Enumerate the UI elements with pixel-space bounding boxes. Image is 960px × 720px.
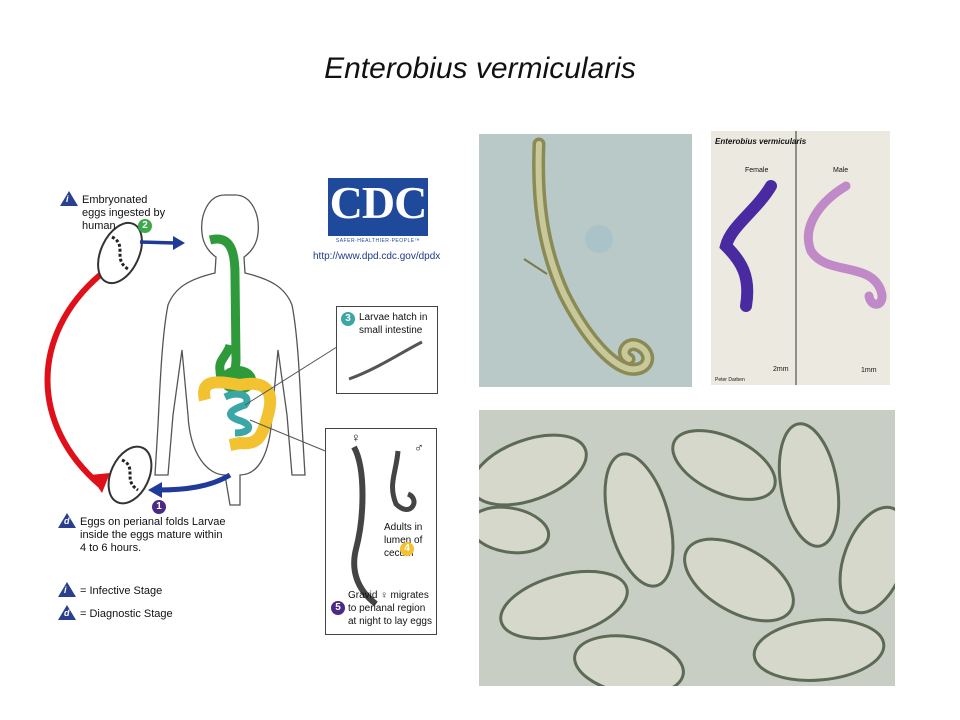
- adults-box: ♀ ♂ Adults in lumen of cecum 4 5 Gravid …: [325, 428, 437, 635]
- scale-male: 1mm: [861, 367, 877, 374]
- stained-photo-title: Enterobius vermicularis: [715, 137, 807, 146]
- cycle-arrow-red: [44, 272, 102, 488]
- stage-4-label: Adults in lumen of cecum: [384, 522, 423, 559]
- photo-credit: Peter Darben: [715, 377, 745, 383]
- larvae-box: 3 Larvae hatch in small intestine: [336, 306, 438, 394]
- male-symbol: ♂: [414, 440, 424, 455]
- eggs-micrograph-art: [479, 410, 895, 686]
- legend-diagnostic-icon: d: [58, 605, 76, 620]
- cdc-tagline: SAFER·HEALTHIER·PEOPLE™: [335, 238, 421, 244]
- infective-stage-icon: i: [60, 191, 78, 206]
- worm-micrograph-art: [479, 134, 692, 387]
- larva-icon: [348, 340, 423, 381]
- male-label: Male: [833, 167, 849, 174]
- cdc-logo: CDC: [328, 178, 428, 236]
- life-cycle-diagram: i Embryonated eggs ingested by human 2 d…: [40, 175, 450, 645]
- life-cycle-art: [44, 194, 341, 506]
- badge-3: 3: [341, 312, 355, 326]
- egg-ingested-icon: [97, 221, 143, 285]
- stained-worms-photo: Enterobius vermicularis Female Male 2mm …: [711, 131, 890, 385]
- legend-infective: = Infective Stage: [80, 585, 163, 597]
- page-title: Enterobius vermicularis: [324, 52, 636, 85]
- badge-1: 1: [152, 500, 166, 514]
- stage-5-label: Gravid ♀ migrates to perianal region at …: [348, 590, 432, 627]
- female-symbol: ♀: [351, 430, 361, 445]
- adult-worms-icon: [351, 445, 417, 607]
- legend-diagnostic: = Diagnostic Stage: [80, 608, 173, 620]
- legend-infective-icon: i: [58, 582, 76, 597]
- badge-2: 2: [138, 219, 152, 233]
- stage-1-label: Embryonated eggs ingested by human: [82, 194, 166, 232]
- stage-3-label: Larvae hatch in small intestine: [359, 312, 428, 336]
- stained-worms-art: [719, 131, 887, 385]
- cdc-url: http://www.dpd.cdc.gov/dpdx: [313, 251, 441, 262]
- worm-micrograph: [479, 134, 692, 387]
- female-label: Female: [745, 167, 769, 174]
- badge-4: 4: [400, 542, 414, 556]
- arrow-to-egg: [157, 472, 232, 493]
- small-intestine: [223, 390, 252, 437]
- stage-d-label: Eggs on perianal folds Larvae inside the…: [80, 516, 226, 554]
- badge-5: 5: [331, 601, 345, 615]
- arrow-to-mouth: [139, 240, 176, 245]
- eggs-micrograph: [479, 410, 895, 686]
- diagnostic-stage-icon: d: [58, 513, 76, 528]
- egg-perianal-icon: [107, 445, 153, 505]
- scale-female: 2mm: [773, 366, 789, 373]
